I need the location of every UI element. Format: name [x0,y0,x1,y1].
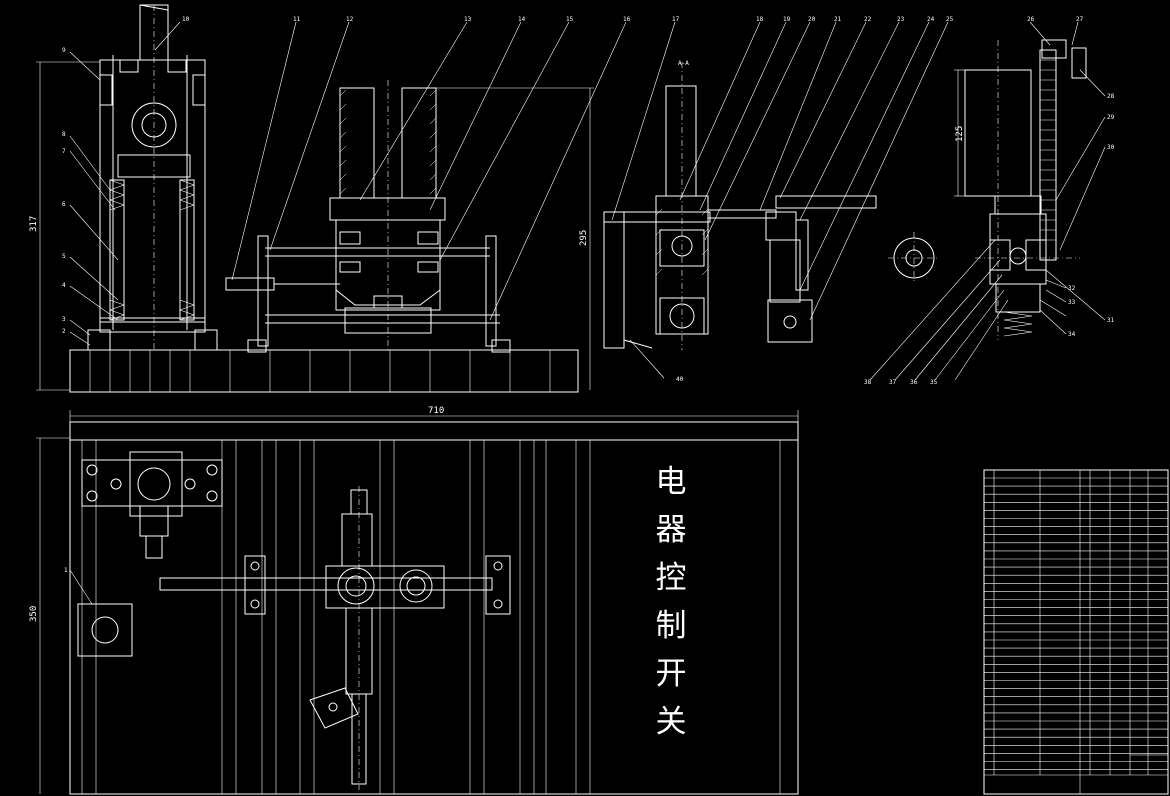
left-part-labels: 9 8 7 6 5 4 3 2 [62,47,66,335]
part-label: 9 [62,47,66,54]
part-label: 15 [566,16,574,23]
part-label: 26 [1027,16,1035,23]
part-label: 13 [464,16,472,23]
title-char: 开 [655,656,687,692]
title-char: 制 [655,608,687,644]
dim-front-height: 317 [29,216,39,232]
part-label: 4 [62,282,66,289]
part-label: 24 [927,16,935,23]
part-label: 21 [834,16,842,23]
dim-plan-width: 710 [428,406,444,416]
part-label: 33 [1068,299,1076,306]
top-part-labels: 10 11 12 13 14 15 16 17 18 19 20 21 22 2… [182,16,1084,23]
part-label: 30 [1107,144,1115,151]
bottom-part-labels: 38 37 36 35 [864,379,938,386]
dim-plan-height: 350 [29,606,39,622]
side-view: A-A [603,21,949,379]
part-label: 28 [1107,93,1115,100]
part-label: 34 [1068,331,1076,338]
part-label: 27 [1076,16,1084,23]
plan-view [36,410,799,795]
part-label: 1 [64,567,68,574]
part-label: 16 [623,16,631,23]
dim-right-height: 125 [955,126,965,142]
part-label: 6 [62,201,66,208]
part-label: 40 [676,376,684,383]
part-label: 22 [864,16,872,23]
part-label: 31 [1107,317,1115,324]
part-label: 8 [62,131,66,138]
title-char: 器 [655,512,687,548]
part-label: 32 [1068,285,1076,292]
part-label: 18 [756,16,764,23]
part-label: 19 [783,16,791,23]
part-label: 5 [62,253,66,260]
parts-table [983,469,1169,795]
vertical-title: 电 器 控 制 开 关 [648,458,694,746]
title-char: 关 [655,704,687,740]
part-label: 36 [910,379,918,386]
part-label: 10 [182,16,190,23]
part-label: 20 [808,16,816,23]
part-label: 14 [518,16,526,23]
part-label: 7 [62,148,66,155]
dim-middle-height: 295 [579,230,589,246]
part-label: 29 [1107,114,1115,121]
part-label: 38 [864,379,872,386]
title-char: 控 [655,560,687,596]
part-label: 3 [62,316,66,323]
part-label: 2 [62,328,66,335]
part-label: 17 [672,16,680,23]
part-label: 23 [897,16,905,23]
part-label: 25 [946,16,954,23]
right-detail-view [869,21,1106,381]
right-part-labels: 28 29 30 31 32 33 34 [1068,93,1115,338]
part-label: 35 [930,379,938,386]
part-label: 11 [293,16,301,23]
front-view [36,4,627,393]
part-label: 37 [889,379,897,386]
title-char: 电 [655,464,687,500]
svg-text:A-A: A-A [678,60,689,67]
part-label: 12 [346,16,354,23]
